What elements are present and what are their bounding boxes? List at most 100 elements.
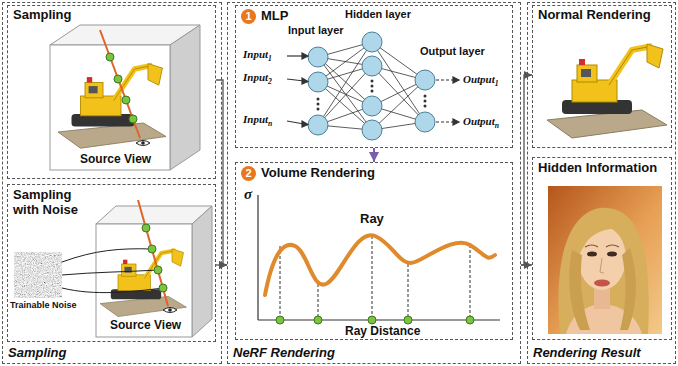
step-number: 1 <box>241 9 256 24</box>
illustration-part <box>585 245 598 247</box>
illustration-part <box>192 206 212 337</box>
illustration-part <box>404 316 412 324</box>
io-label: Inputn <box>243 113 272 126</box>
mlp-box: 1MLPInput layerHidden layerOutput layerI… <box>235 5 513 148</box>
illustration-part <box>302 53 308 59</box>
illustration-part <box>362 96 382 116</box>
illustration-part <box>587 252 597 257</box>
step-number: 2 <box>241 166 256 181</box>
illustration-part <box>576 222 626 262</box>
noise-label: Trainable Noise <box>10 300 77 310</box>
illustration-part <box>371 85 374 88</box>
illustration-part <box>302 78 308 84</box>
illustration-part <box>318 284 319 320</box>
box-title: MLP <box>261 9 288 24</box>
illustration-part <box>62 288 163 293</box>
panel-label: Sampling <box>8 346 67 361</box>
illustration-part <box>106 53 114 61</box>
illustration-part <box>466 316 474 324</box>
illustration-part <box>154 266 162 274</box>
density-plot <box>258 195 500 324</box>
flow-arrow <box>373 148 375 162</box>
illustration-part <box>314 316 322 324</box>
illustration-part <box>308 32 435 140</box>
illustration-part <box>436 79 455 80</box>
view-label: Source View <box>110 319 181 333</box>
stage-panel: SamplingSamplingSource ViewSampling with… <box>2 2 222 364</box>
layer-label: Input layer <box>288 24 344 37</box>
illustration-part <box>58 64 166 149</box>
result-box: Hidden Information <box>532 157 672 340</box>
illustration-part <box>607 252 617 257</box>
hidden-face-image <box>548 186 662 334</box>
view-label: Source View <box>80 153 151 167</box>
illustration-part <box>302 121 308 127</box>
result-box: Normal Rendering <box>532 5 672 148</box>
illustration-part <box>569 250 590 330</box>
axis-symbol: σ <box>244 186 252 203</box>
box-title: Hidden Information <box>538 161 657 176</box>
illustration-part <box>308 47 328 67</box>
illustration-part <box>318 66 372 125</box>
curve-label: Ray <box>360 212 384 227</box>
illustration-part <box>136 141 150 146</box>
illustration-part <box>424 105 427 108</box>
illustration-part <box>317 103 320 106</box>
illustration-part <box>600 258 604 273</box>
io-label: Input1 <box>243 48 272 61</box>
illustration-part <box>258 319 500 320</box>
volume-rendering-box: 2Volume RenderingσRayRay Distance <box>235 162 513 340</box>
illustration-part <box>408 264 409 320</box>
illustration-part <box>620 248 636 330</box>
illustration-part <box>50 45 170 170</box>
illustration-part <box>415 112 435 132</box>
box-title: Volume Rendering <box>261 166 375 181</box>
illustration-part <box>308 72 328 92</box>
illustration-part <box>548 186 662 334</box>
sampling-box: SamplingSource View <box>7 5 216 179</box>
illustration-part <box>424 100 427 103</box>
illustration-part <box>436 121 455 122</box>
illustration-part <box>424 95 427 98</box>
illustration-part <box>362 32 382 52</box>
illustration-part <box>317 80 427 111</box>
illustration-part <box>62 249 152 262</box>
illustration-part <box>142 224 150 232</box>
illustration-part <box>148 245 156 253</box>
illustration-part <box>122 96 130 104</box>
illustration-part <box>317 98 320 101</box>
noise-sampling-cube <box>14 200 212 337</box>
illustration-part <box>558 208 648 334</box>
illustration-part <box>362 56 382 76</box>
illustration-part <box>606 245 619 247</box>
illustration-part <box>371 80 374 83</box>
illustration-part <box>159 284 167 292</box>
noise-sampling-box: Sampling with NoiseTrainable NoiseSource… <box>7 184 216 342</box>
illustration-part <box>371 90 374 93</box>
layer-label: Output layer <box>420 45 485 58</box>
illustration-part <box>96 224 192 337</box>
io-label: Outputn <box>463 115 499 128</box>
illustration-part <box>170 25 200 170</box>
illustration-part <box>453 77 459 83</box>
illustration-part <box>265 235 495 295</box>
illustration-part <box>14 252 62 298</box>
box-title: Sampling with Noise <box>13 188 93 218</box>
panel-label: Rendering Result <box>533 346 641 361</box>
illustration-part <box>100 30 140 138</box>
illustration-part <box>453 119 459 125</box>
illustration-part <box>287 53 459 127</box>
box-title: Normal Rendering <box>538 8 651 23</box>
illustration-part <box>470 245 471 320</box>
illustration-part <box>594 280 610 287</box>
io-label: Input2 <box>243 71 272 84</box>
illustration-part <box>100 249 186 317</box>
stage-panel: NeRF Rendering1MLPInput layerHidden laye… <box>227 2 521 364</box>
sampling-cube <box>50 25 200 170</box>
illustration-part <box>163 308 177 313</box>
layer-label: Hidden layer <box>345 8 411 21</box>
illustration-part <box>257 195 258 320</box>
illustration-part <box>362 120 382 140</box>
